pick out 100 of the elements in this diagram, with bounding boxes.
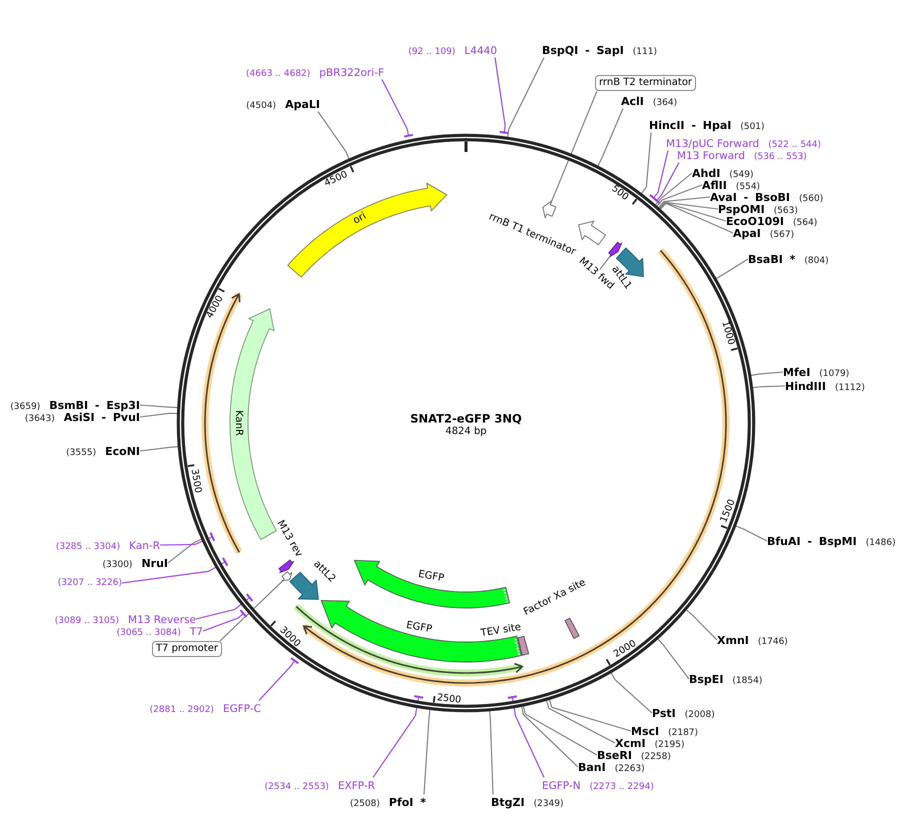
primer-range: (2534 .. 2553) — [264, 780, 329, 792]
leader-line — [220, 578, 285, 642]
leader-line — [659, 202, 718, 210]
scale-label: 3500 — [188, 468, 203, 494]
cut-position: (3300) — [102, 558, 132, 570]
enzyme-name: BanI — [578, 762, 606, 774]
enzyme-name: PfoI * — [388, 796, 426, 808]
feature-label: EGFP — [405, 620, 433, 636]
primer-range: (522 .. 544) — [768, 138, 822, 150]
cut-position: (3555) — [66, 446, 96, 458]
primer-name: M13/pUC Forward — [666, 138, 760, 150]
primer-range: (3089 .. 3105) — [54, 614, 120, 626]
enzyme-name: ApaI — [733, 228, 761, 240]
primer-name: Kan-R — [129, 540, 160, 552]
primer-range: (4663 .. 4682) — [246, 68, 310, 80]
leader-line — [600, 254, 612, 270]
leader-line — [750, 371, 784, 376]
site-block — [516, 635, 530, 657]
sequence-feature — [577, 220, 607, 246]
cut-position: (564) — [793, 216, 818, 228]
leader-line — [372, 695, 424, 778]
enzyme-name: MfeI — [783, 366, 810, 378]
leader-line — [507, 57, 544, 138]
enzyme-name: EcoO109I — [726, 216, 784, 228]
scale-label: 4500 — [322, 169, 349, 189]
leader-line — [656, 184, 702, 206]
cut-position: (2008) — [684, 708, 715, 720]
feature-callout: rrnB T2 terminator — [595, 75, 696, 91]
primer-name: pBR322ori-F — [319, 66, 384, 78]
leader-line — [658, 196, 710, 208]
enzyme-name: BfuAI - BspMI — [767, 536, 857, 548]
enzyme-name: BtgZI — [491, 796, 525, 808]
cut-position: (2508) — [350, 798, 380, 810]
cut-position: (2195) — [654, 738, 684, 750]
sequence-feature — [280, 570, 293, 582]
enzyme-name: BspQI - SapI — [542, 44, 624, 56]
cut-position: (560) — [799, 192, 824, 204]
plasmid-size: 4824 bp — [445, 426, 487, 438]
leader-line — [548, 700, 632, 732]
leader-line — [652, 162, 680, 205]
sequence-feature — [607, 241, 623, 258]
cut-position: (2187) — [668, 726, 698, 738]
cut-position: (2349) — [534, 798, 564, 810]
cut-position: (804) — [804, 254, 829, 266]
cut-position: (1112) — [834, 382, 865, 394]
leader-line — [318, 111, 350, 159]
enzyme-name: MscI — [631, 726, 660, 738]
cut-position: (567) — [770, 228, 794, 240]
leader-line — [610, 672, 652, 714]
primer-range: (536 .. 553) — [754, 150, 807, 162]
sequence-feature — [320, 599, 523, 663]
cut-position: (4504) — [246, 100, 276, 112]
feature-label: EGFP — [417, 568, 445, 586]
cut-position: (1079) — [819, 368, 850, 380]
leader-line — [160, 532, 216, 546]
primer-name: M13 Reverse — [128, 614, 196, 626]
scale-label: 2500 — [436, 692, 462, 706]
primer-name: EXFP-R — [338, 780, 375, 792]
cut-position: (1854) — [732, 674, 762, 686]
enzyme-name: NruI — [141, 558, 168, 570]
leader-line — [494, 57, 510, 134]
scale-label: 4000 — [204, 294, 226, 320]
primer-name: M13 Forward — [677, 150, 745, 162]
enzyme-name: HindIII — [785, 380, 826, 392]
cut-position: (501) — [740, 120, 765, 132]
cut-position: (111) — [632, 46, 657, 58]
plasmid-name: SNAT2-eGFP 3NQ — [410, 412, 522, 426]
leader-line — [506, 695, 544, 778]
leader-line — [202, 609, 248, 632]
leader-line — [736, 526, 768, 542]
feature-label: TEV site — [480, 622, 522, 640]
scale-label: 500 — [610, 184, 631, 204]
cut-position: (1486) — [866, 536, 896, 548]
enzyme-name: BseRI — [597, 750, 632, 762]
cut-position: (2258) — [640, 750, 671, 762]
enzyme-name: AvaI - BsoBI — [710, 192, 790, 204]
cut-position: (2263) — [614, 762, 645, 774]
primer-name: EGFP-C — [222, 702, 261, 714]
cut-position: (554) — [736, 180, 760, 192]
primer-name: L4440 — [464, 44, 497, 56]
scale-label: 1500 — [718, 497, 738, 524]
feature-label: ori — [351, 210, 369, 228]
site-block — [563, 617, 581, 640]
leader-line — [686, 610, 718, 640]
scale-label: 1000 — [719, 320, 736, 346]
enzyme-name: PspOMI — [718, 204, 765, 216]
leader-line — [546, 700, 616, 744]
enzyme-name: AflII — [702, 180, 727, 192]
leader-line — [140, 412, 178, 418]
enzyme-name: EcoNI — [105, 446, 140, 458]
leader-line — [660, 202, 734, 234]
leader-line — [196, 593, 254, 620]
cut-position: (3643) — [24, 412, 55, 424]
enzyme-name: ApaLI — [285, 98, 320, 110]
leader-line — [168, 538, 202, 564]
enzyme-name: AhdI — [692, 168, 720, 180]
leader-line — [258, 657, 300, 701]
leader-line — [659, 202, 726, 222]
primer-range: (2881 .. 2902) — [150, 704, 214, 716]
primer-range: (3285 .. 3304) — [56, 540, 120, 552]
